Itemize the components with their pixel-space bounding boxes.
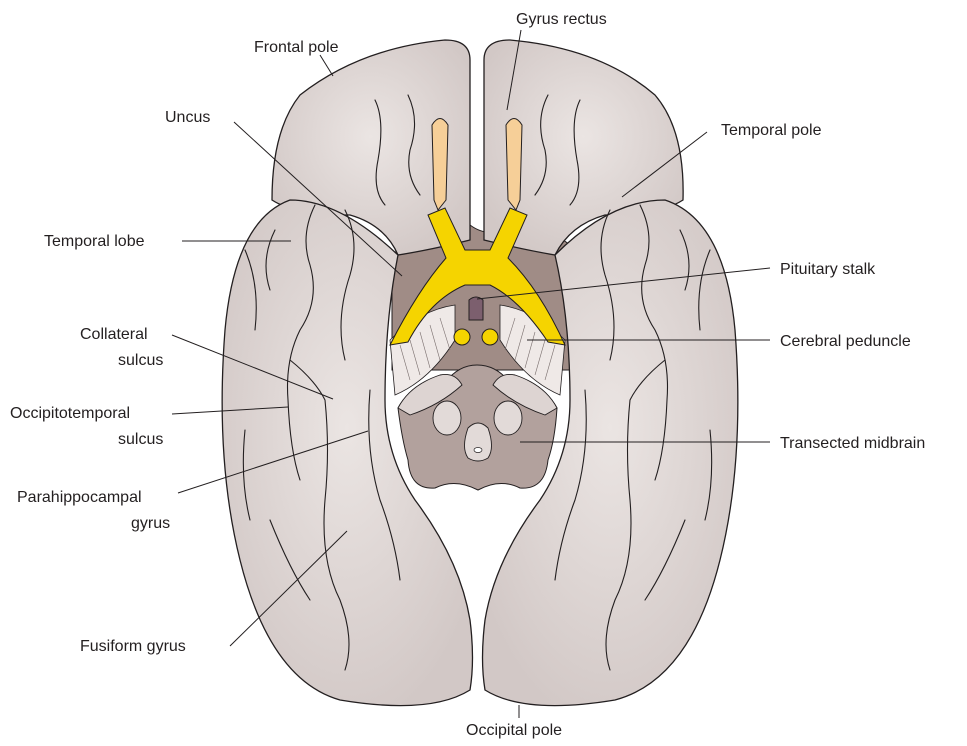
label-gyrus-rectus: Gyrus rectus xyxy=(516,11,607,28)
left-mammillary-body xyxy=(454,329,470,345)
label-collateral-sulcus-line2: sulcus xyxy=(118,352,163,369)
tectum xyxy=(465,423,492,461)
label-parahippocampal-gyrus-line2: gyrus xyxy=(131,515,170,532)
label-temporal-pole: Temporal pole xyxy=(721,122,822,139)
right-red-nucleus xyxy=(494,401,522,435)
cerebral-aqueduct xyxy=(474,448,482,453)
pituitary-stalk-shape xyxy=(469,297,483,320)
label-cerebral-peduncle: Cerebral peduncle xyxy=(780,333,911,350)
label-pituitary-stalk: Pituitary stalk xyxy=(780,261,876,278)
label-occipitotemporal-sulcus-line2: sulcus xyxy=(118,431,163,448)
right-mammillary-body xyxy=(482,329,498,345)
label-parahippocampal-gyrus-line1: Parahippocampal xyxy=(17,489,142,506)
label-temporal-lobe: Temporal lobe xyxy=(44,233,145,250)
label-fusiform-gyrus: Fusiform gyrus xyxy=(80,638,186,655)
label-frontal-pole: Frontal pole xyxy=(254,39,339,56)
label-uncus: Uncus xyxy=(165,109,210,126)
right-olfactory-tract xyxy=(506,119,522,211)
label-transected-midbrain: Transected midbrain xyxy=(780,435,925,452)
label-collateral-sulcus-line1: Collateral xyxy=(80,326,148,343)
left-olfactory-tract xyxy=(432,119,448,211)
label-occipitotemporal-sulcus-line1: Occipitotemporal xyxy=(10,405,130,422)
leader-frontal-pole xyxy=(320,55,333,76)
left-red-nucleus xyxy=(433,401,461,435)
label-occipital-pole: Occipital pole xyxy=(466,722,562,739)
